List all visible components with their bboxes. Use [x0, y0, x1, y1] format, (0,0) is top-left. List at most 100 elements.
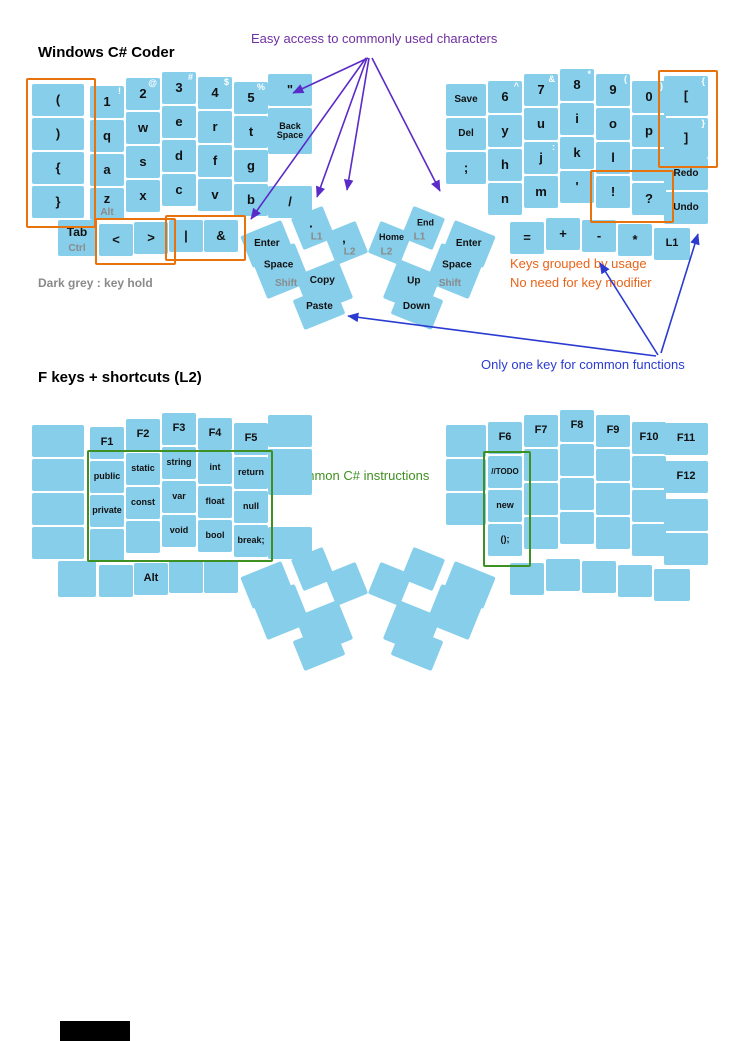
key-tap-label: [ — [683, 88, 689, 104]
key-tap-label: s — [139, 154, 147, 170]
key-blank — [596, 517, 630, 549]
key-f9: F9 — [596, 415, 630, 447]
key-blank — [32, 459, 84, 491]
key-f4: F4 — [198, 418, 232, 450]
key-l: l — [596, 142, 630, 174]
key-private: private — [90, 495, 124, 527]
key-tap-label: ? — [645, 191, 653, 207]
key-h: h — [488, 149, 522, 181]
key-hold-label: Alt — [100, 207, 114, 218]
key-open-brace: { — [32, 152, 84, 184]
key-tap-label: return — [237, 467, 264, 478]
key-f10: F10 — [632, 422, 666, 454]
square-brackets-box — [658, 70, 718, 168]
key-tap-label: Alt — [143, 572, 159, 585]
key-tap-label: ( — [55, 92, 61, 108]
annotation-one-key-functions: Only one key for common functions — [481, 357, 685, 372]
key-tap-label: bool — [205, 530, 225, 541]
key-tap-label: public — [93, 471, 121, 482]
key-w: w — [126, 112, 160, 144]
key-tap-label: p — [645, 123, 653, 139]
key-blank — [32, 527, 84, 559]
key-tap-label: Undo — [673, 201, 699, 213]
key-k: k — [560, 137, 594, 169]
key-tap-label: F7 — [534, 424, 548, 437]
key-tap-label: F6 — [498, 431, 512, 444]
key-bool: bool — [198, 520, 232, 552]
key-tap-label: h — [501, 157, 509, 173]
layer1-title: Windows C# Coder — [38, 44, 175, 61]
csharp-snippets-box — [483, 451, 531, 567]
key-shift-label: % — [256, 82, 265, 92]
key-public: public — [90, 461, 124, 493]
key-blank — [32, 425, 84, 457]
key-blank — [560, 478, 594, 510]
key-tap-label: { — [55, 160, 61, 176]
key-blank — [268, 449, 312, 495]
key-shift-label: ( — [624, 74, 627, 84]
key-4: 4$ — [198, 77, 232, 109]
key-i: i — [560, 103, 594, 135]
key-tap-label: z — [103, 190, 111, 206]
key-6: 6^ — [488, 81, 522, 113]
key-hold-label: Ctrl — [68, 243, 86, 254]
key-tap-label: 9 — [609, 82, 617, 98]
key-shift-label: { — [701, 76, 705, 86]
key-tap-label: t — [248, 124, 254, 140]
key-tap-label: n — [501, 191, 509, 207]
key-ampersand: & — [204, 220, 238, 252]
key-redo: Redo — [664, 158, 708, 190]
key-tap-label: 4 — [211, 85, 219, 101]
key-alt: Alt — [134, 563, 168, 595]
key-tap-label: . — [309, 215, 313, 231]
key-tap-label: 5 — [247, 90, 255, 106]
key-tap-label: private — [92, 505, 122, 516]
key-tap-label: l — [611, 150, 615, 166]
key-t: t — [234, 116, 268, 148]
key-tap-label: w — [137, 120, 149, 136]
key-9: 9( — [596, 74, 630, 106]
key-semicolon: ; — [446, 152, 486, 184]
key-apostrophe: ' — [560, 171, 594, 203]
key-v: v — [198, 179, 232, 211]
arrow-purple-2 — [316, 57, 368, 198]
key-tap-label: v — [211, 187, 219, 203]
key-void: void — [162, 515, 196, 547]
key-tap-label: m — [535, 184, 547, 200]
key-tap-label: e — [175, 114, 183, 130]
key-equals: = — [510, 222, 544, 254]
key-blank — [632, 490, 666, 522]
key-question: ? — [632, 183, 666, 215]
arrow-purple-3 — [343, 57, 370, 191]
key-tap-label: < — [112, 232, 120, 248]
key-call-parens: (); — [488, 524, 522, 556]
key-tap-label: 6 — [501, 89, 509, 105]
key-blank — [560, 444, 594, 476]
key-shift-label: @ — [148, 78, 157, 88]
key-tap-label: F1 — [100, 436, 114, 449]
key-shift-label: ! — [118, 86, 121, 96]
key-tap-label: F12 — [676, 470, 696, 483]
key-f2: F2 — [126, 419, 160, 451]
arrow-purple-4 — [371, 57, 441, 192]
key-tap-label: ] — [683, 130, 689, 146]
annotation-key-hold-legend: Dark grey : key hold — [38, 276, 153, 290]
key-tap-label: Home — [379, 232, 405, 243]
key-tap-label: y — [501, 123, 509, 139]
key-l1: L1 — [654, 228, 690, 260]
key-blank — [546, 559, 580, 591]
key-open-bracket: [{ — [664, 76, 708, 116]
key-s: s — [126, 146, 160, 178]
key-tap-label: Space — [442, 259, 472, 271]
key-f8: F8 — [560, 410, 594, 442]
key-tap-label: r — [212, 119, 218, 135]
key-tap-label: i — [575, 111, 579, 127]
key-tap-label: + — [559, 226, 567, 242]
key-blank — [596, 449, 630, 481]
key-const: const — [126, 487, 160, 519]
pipe-ampersand-box — [165, 215, 246, 261]
key-tap-label: ! — [610, 184, 616, 200]
key-shift-label: ^ — [513, 81, 519, 91]
key-tap-label: F8 — [570, 419, 584, 432]
